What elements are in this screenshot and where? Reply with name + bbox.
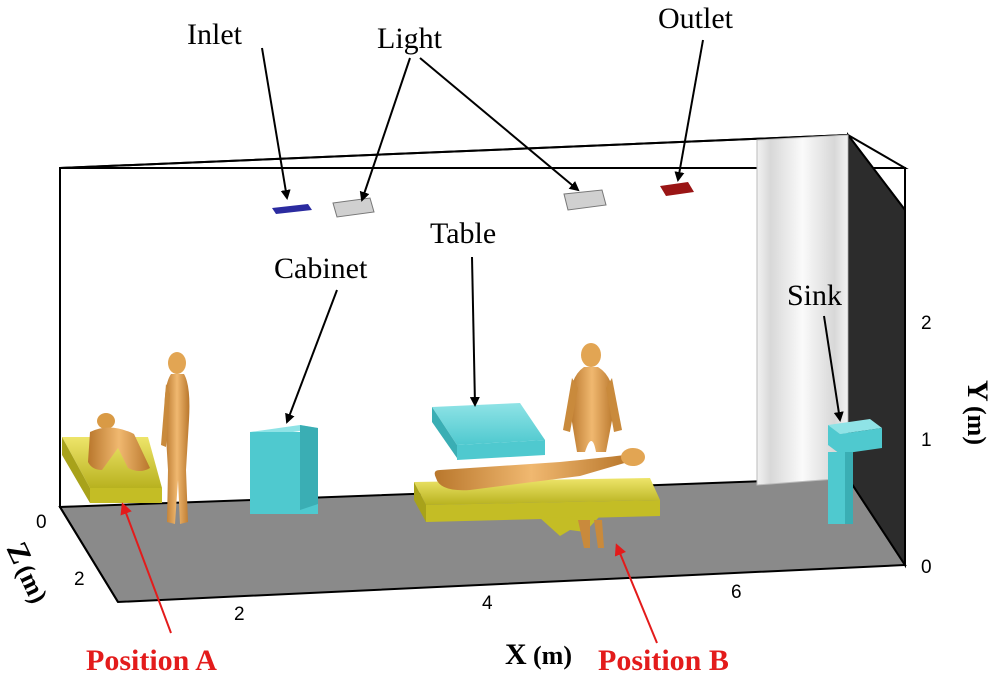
light-fixture-2 [563,189,607,211]
z-tick-0: 0 [36,512,47,533]
label-light: Light [377,22,443,55]
label-cabinet: Cabinet [274,252,368,285]
person-b-legs [578,520,604,548]
ceiling-front-edge [59,134,849,169]
room [58,132,909,604]
bed-position-b [414,448,660,536]
z-axis-label: Z (m) [0,537,54,608]
label-position-b: Position B [598,644,729,676]
outlet-vent [660,182,694,196]
y-tick-1: 1 [921,430,932,451]
instrument-table [432,403,545,460]
sink-arrow [823,315,844,422]
person-b-body [569,367,615,452]
label-inlet: Inlet [187,18,243,51]
standing-person-b [563,343,622,548]
patient-b-head [621,448,645,466]
x-axis-unit: (m) [533,641,572,670]
light-arrow-2 [419,57,580,192]
y-axis-unit: (m) [962,406,991,445]
ceiling-fixtures [272,182,694,218]
y-tick-2: 2 [921,313,932,334]
bed-a-front [90,488,162,503]
bed-b-side [414,482,426,522]
label-position-a: Position A [86,644,217,676]
sink-pedestal-shade [845,452,853,524]
table-top [432,403,545,445]
person-b-arm-right [606,378,622,432]
person-b-arm-left [563,378,578,432]
x-axis-name: X [505,638,527,671]
outlet-arrow [674,39,704,182]
patient-a-head [97,413,115,429]
inlet-arrow [261,47,291,200]
sink [828,419,882,524]
patient-b-body [434,455,628,491]
sink-basin [828,425,882,454]
bed-position-a [62,413,162,503]
standing-person-a [161,352,190,524]
bed-b-front [426,500,660,522]
y-axis-name: Y [961,380,994,402]
label-table: Table [430,217,496,250]
bed-a-side [62,437,90,503]
table-arrow [469,256,480,407]
label-outlet: Outlet [658,2,734,35]
z-tick-2: 2 [74,569,85,590]
annotation-arrows [120,39,844,644]
position-b-arrow [614,543,658,644]
x-tick-4: 4 [482,593,493,614]
cabinet-side [300,425,318,510]
y-tick-0: 0 [921,557,932,578]
person-a-body [164,374,190,524]
cabinet-arrow [285,289,338,424]
person-b-head [581,343,601,367]
inlet-vent [272,204,312,214]
x-tick-2: 2 [234,604,245,625]
person-a-head [168,352,186,374]
y-axis-label: Y (m) [961,380,994,445]
table-front [432,407,457,458]
position-a-arrow [120,502,172,634]
label-sink: Sink [787,279,842,312]
x-axis-label: X (m) [505,638,572,671]
table-side [457,440,545,460]
light-fixture-1 [332,197,375,218]
x-tick-6: 6 [731,582,742,603]
cabinet [250,425,318,514]
z-axis-line [59,506,119,603]
sink-top [828,419,882,434]
patient-a-body [88,427,150,471]
light-arrow-1 [359,57,411,202]
person-a-arm [161,384,170,447]
z-axis-unit: (m) [11,560,54,608]
